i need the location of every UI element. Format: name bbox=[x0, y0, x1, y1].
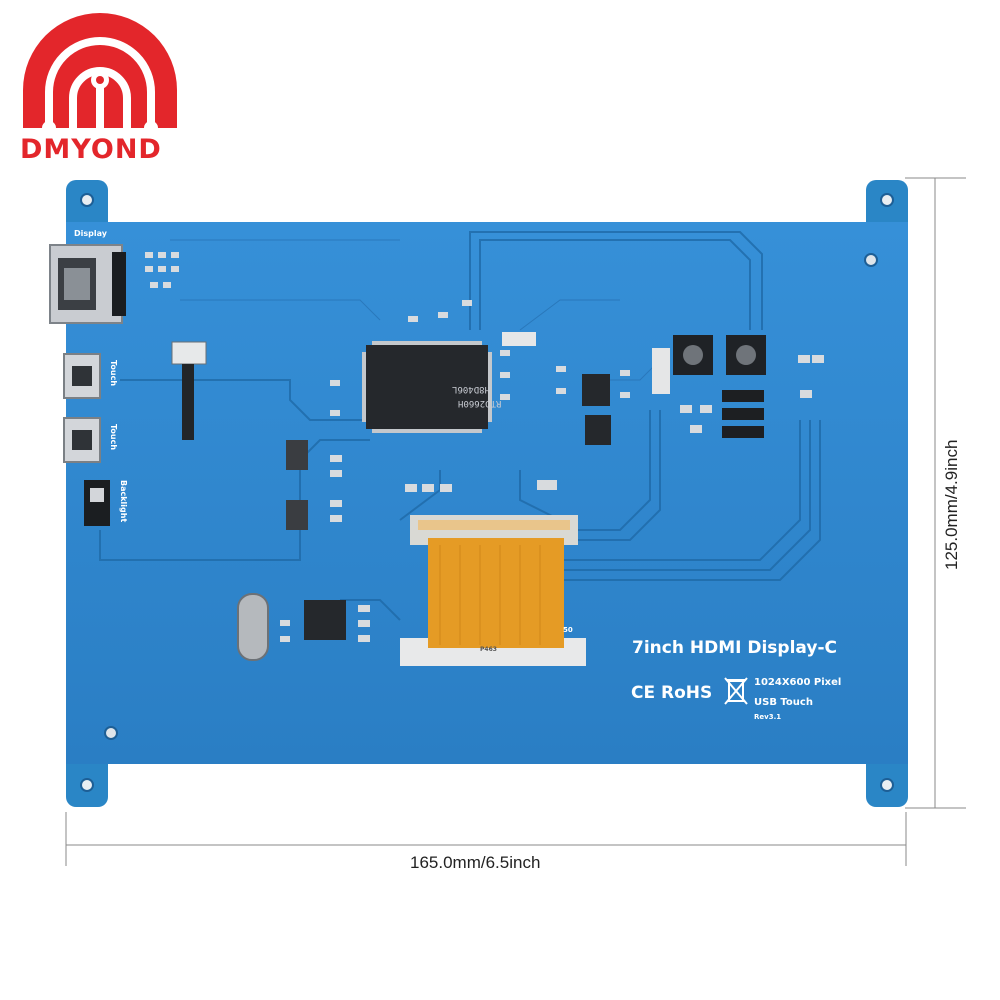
connector-label: P463 bbox=[480, 646, 497, 653]
fpc-pin-label: 50 bbox=[563, 626, 573, 634]
spec-revision: Rev3.1 bbox=[754, 713, 782, 721]
label-display: Display bbox=[74, 229, 107, 238]
brand-logo bbox=[15, 10, 185, 180]
spec-resolution: 1024X600 Pixel bbox=[754, 677, 842, 688]
logo-icon bbox=[23, 13, 177, 135]
label-touch-2: Touch bbox=[109, 424, 118, 451]
brand-name: DMYOND bbox=[20, 134, 162, 165]
certification-marks: CE RoHS bbox=[631, 683, 713, 703]
spec-touch: USB Touch bbox=[754, 697, 813, 708]
label-touch-1: Touch bbox=[109, 360, 118, 387]
board-title: 7inch HDMI Display-C bbox=[632, 638, 837, 658]
height-dimension: 125.0mm/4.9inch bbox=[942, 439, 961, 570]
label-backlight: Backlight bbox=[119, 480, 128, 523]
weee-bin-icon bbox=[724, 677, 748, 705]
main-chip-label: RTD2660H bbox=[458, 398, 502, 408]
main-chip-sublabel: H8D406L bbox=[452, 384, 490, 394]
width-dimension: 165.0mm/6.5inch bbox=[410, 853, 541, 872]
